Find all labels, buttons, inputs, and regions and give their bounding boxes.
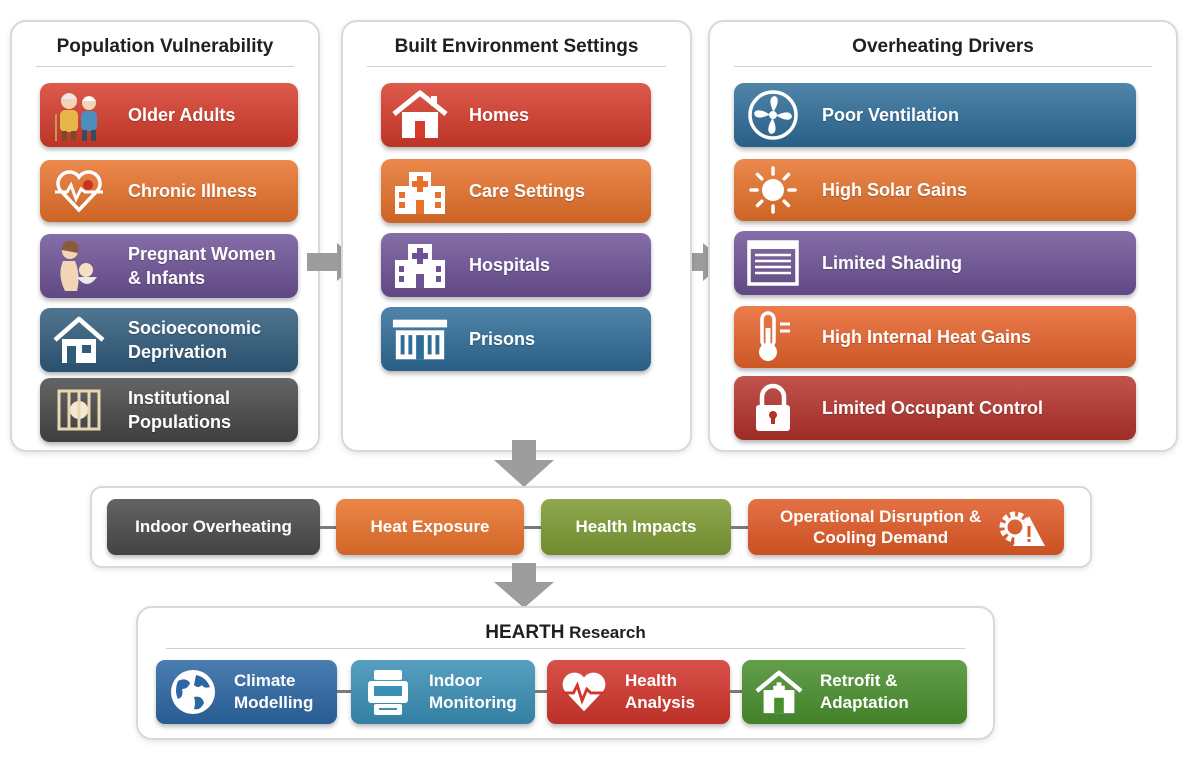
hospital-icon [391, 238, 449, 292]
card-label: Care Settings [469, 181, 586, 201]
research-title-rest: Research [564, 623, 646, 642]
research-title-bold: HEARTH [485, 622, 565, 643]
mother-infant-icon [50, 239, 108, 293]
research-label: Climate Modelling [234, 671, 314, 712]
heart-pulse-icon [559, 667, 609, 717]
connector [730, 690, 742, 693]
card-label: Chronic Illness [128, 181, 258, 201]
flow-heat-exposure: Heat Exposure [336, 499, 524, 555]
flow-label: Operational Disruption & Cooling Demand [780, 507, 982, 547]
overheating-drivers-panel: Overheating Drivers Poor Ventilation [708, 20, 1178, 452]
card-label: Limited Shading [822, 253, 963, 273]
barred-window-icon [50, 383, 108, 437]
connector [524, 526, 541, 529]
window-blind-icon [744, 236, 802, 290]
card-homes: Homes [381, 83, 651, 147]
card-hospitals: Hospitals [381, 233, 651, 297]
panel-title: Built Environment Settings [394, 36, 639, 57]
built-environment-panel: Built Environment Settings Homes [341, 20, 692, 452]
population-vulnerability-panel: Population Vulnerability Older Adults [10, 20, 320, 452]
gear-warning-icon [995, 506, 1047, 548]
flow-label: Indoor Overheating [135, 517, 292, 536]
card-label: Homes [469, 105, 530, 125]
flow-operational-disruption: Operational Disruption & Cooling Demand [748, 499, 1064, 555]
flow-indoor-overheating: Indoor Overheating [107, 499, 320, 555]
care-building-icon [391, 164, 449, 218]
card-high-internal-heat-gains: High Internal Heat Gains [734, 306, 1136, 368]
card-label: Prisons [469, 329, 536, 349]
card-label: Hospitals [469, 255, 551, 275]
sun-icon [744, 163, 802, 217]
card-label: High Internal Heat Gains [822, 327, 1032, 347]
research-label: Indoor Monitoring [429, 671, 517, 712]
card-socioeconomic-deprivation: Socioeconomic Deprivation [40, 308, 298, 372]
card-care-settings: Care Settings [381, 159, 651, 223]
card-institutional-populations: Institutional Populations [40, 378, 298, 442]
research-health-analysis: Health Analysis [547, 660, 730, 724]
card-label: Socioeconomic Deprivation [128, 318, 262, 362]
research-label: Retrofit & Adaptation [820, 671, 909, 712]
connector [535, 690, 547, 693]
globe-icon [168, 667, 218, 717]
connector [731, 526, 748, 529]
house-icon [50, 313, 108, 367]
house-icon [754, 667, 804, 717]
flow-label: Health Impacts [575, 517, 697, 536]
card-label: Poor Ventilation [822, 105, 960, 125]
arrow-down-icon [494, 563, 554, 608]
home-icon [391, 88, 449, 142]
padlock-icon [744, 381, 802, 435]
fan-icon [744, 88, 802, 142]
flow-label: Heat Exposure [370, 517, 490, 536]
divider [36, 66, 294, 67]
prison-icon [391, 312, 449, 366]
panel-title: Population Vulnerability [56, 36, 274, 57]
divider [367, 66, 666, 67]
divider [734, 66, 1152, 67]
card-poor-ventilation: Poor Ventilation [734, 83, 1136, 147]
card-label: Institutional Populations [128, 388, 231, 432]
research-climate-modelling: Climate Modelling [156, 660, 337, 724]
heart-pulse-icon [50, 164, 108, 218]
panel-title: HEARTH Research [138, 622, 993, 644]
research-label: Health Analysis [625, 671, 695, 712]
older-adults-icon [50, 88, 108, 142]
thermometer-icon [744, 310, 802, 364]
connector [337, 690, 351, 693]
card-chronic-illness: Chronic Illness [40, 160, 298, 222]
research-indoor-monitoring: Indoor Monitoring [351, 660, 535, 724]
card-limited-occupant-control: Limited Occupant Control [734, 376, 1136, 440]
divider [166, 648, 965, 649]
research-retrofit-adaptation: Retrofit & Adaptation [742, 660, 967, 724]
card-prisons: Prisons [381, 307, 651, 371]
connector [320, 526, 336, 529]
card-label: Pregnant Women & Infants [128, 244, 276, 288]
flow-health-impacts: Health Impacts [541, 499, 731, 555]
card-older-adults: Older Adults [40, 83, 298, 147]
card-label: Older Adults [128, 105, 236, 125]
arrow-down-icon [494, 440, 554, 487]
card-pregnant-women-infants: Pregnant Women & Infants [40, 234, 298, 298]
panel-title: Overheating Drivers [852, 36, 1034, 57]
card-limited-shading: Limited Shading [734, 231, 1136, 295]
card-high-solar-gains: High Solar Gains [734, 159, 1136, 221]
card-label: Limited Occupant Control [822, 398, 1044, 418]
sensor-device-icon [363, 667, 413, 717]
card-label: High Solar Gains [822, 180, 968, 200]
